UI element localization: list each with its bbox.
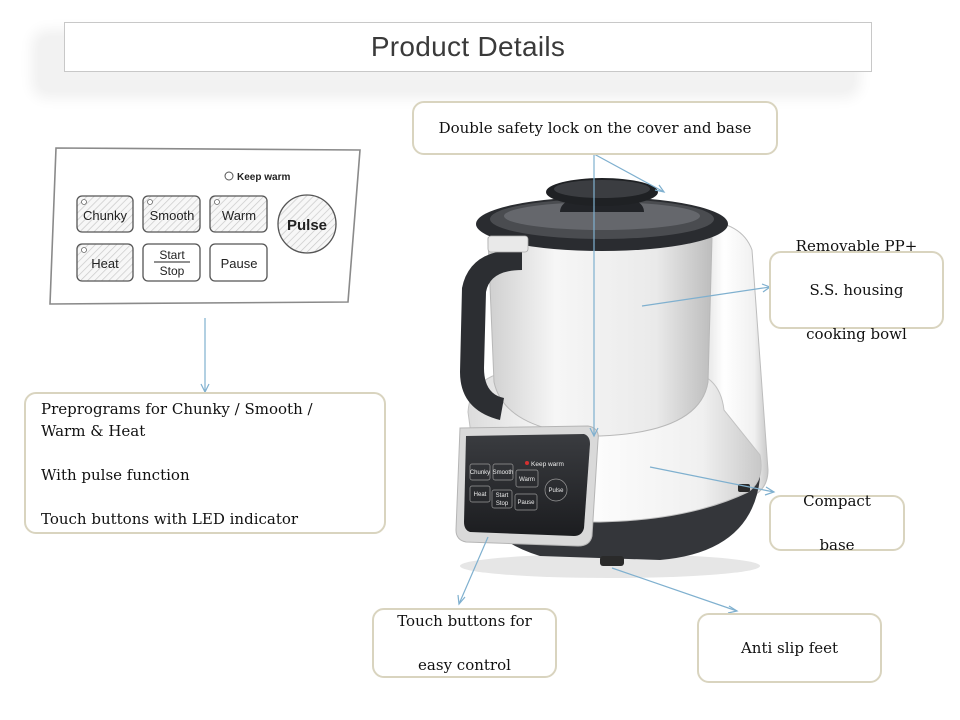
- cooking-bowl: [487, 237, 713, 437]
- device-heat-label: Heat: [474, 492, 487, 498]
- callout-programs-line-4: Touch buttons with LED indicator: [41, 510, 299, 528]
- device-stop-label: Stop: [496, 501, 509, 507]
- callout-safety-lock-text: Double safety lock on the cover and base: [438, 119, 752, 137]
- arrow-lock-right: [593, 153, 665, 193]
- control-panel-drawing: Keep warm Chunky Smooth Warm Pulse Heat: [49, 147, 361, 305]
- callout-base-line-2: base: [819, 536, 855, 554]
- panel-button-pulse-label: Pulse: [287, 217, 327, 234]
- anti-slip-foot: [600, 556, 624, 566]
- arrow-feet: [611, 567, 738, 612]
- callout-programs-line-2: Warm & Heat: [41, 422, 146, 440]
- device-smooth-label: Smooth: [493, 470, 514, 476]
- panel-button-start-label: Start: [159, 248, 185, 262]
- callout-base-line-1: Compact: [803, 492, 871, 510]
- arrow-bowl: [641, 286, 771, 307]
- callout-programs-line-3: With pulse function: [41, 466, 190, 484]
- callout-touch-buttons: Touch buttons for easy control: [372, 608, 557, 678]
- device-panel-display: [464, 434, 590, 536]
- callout-touch-line-2: easy control: [418, 656, 511, 674]
- food-processor-illustration: Keep warm Chunky Smooth Warm Pulse Heat …: [455, 178, 769, 578]
- callout-safety-lock: Double safety lock on the cover and base: [412, 101, 778, 155]
- callout-feet-text: Anti slip feet: [740, 639, 839, 657]
- callout-programs-line-1: Preprograms for Chunky / Smooth /: [41, 400, 313, 418]
- callout-base: Compact base: [769, 492, 905, 554]
- callout-bowl: Removable PP+ S.S. housing cooking bowl: [769, 237, 944, 343]
- callout-bowl-line-1: Removable PP+: [795, 237, 918, 255]
- panel-button-chunky: Chunky: [76, 195, 134, 233]
- panel-button-pause-label: Pause: [221, 256, 258, 271]
- arrow-touch: [458, 536, 489, 605]
- keep-warm-led-icon: [224, 171, 234, 181]
- panel-button-start-stop: Start Stop: [142, 243, 201, 282]
- panel-button-stop-label: Stop: [160, 264, 185, 278]
- device-warm-label: Warm: [519, 477, 535, 483]
- panel-button-smooth: Smooth: [142, 195, 201, 233]
- page-title: Product Details: [370, 31, 566, 62]
- arrow-base: [649, 466, 775, 493]
- panel-button-heat-label: Heat: [91, 256, 119, 271]
- panel-button-pulse: Pulse: [277, 194, 337, 254]
- handle-latch: [487, 235, 529, 253]
- device-chunky-label: Chunky: [470, 470, 490, 476]
- callout-touch-line-1: Touch buttons for: [397, 612, 532, 630]
- device-keep-warm-led-icon: [525, 461, 529, 465]
- device-start-label: Start: [496, 493, 509, 499]
- device-pause-label: Pause: [517, 500, 535, 506]
- panel-button-pause: Pause: [209, 243, 268, 282]
- panel-button-smooth-label: Smooth: [150, 208, 195, 223]
- bowl-handle: [460, 249, 522, 420]
- panel-button-chunky-label: Chunky: [83, 208, 128, 223]
- callout-bowl-line-2: S.S. housing: [809, 281, 904, 299]
- callout-feet: Anti slip feet: [697, 613, 882, 683]
- panel-button-warm: Warm: [209, 195, 268, 233]
- callout-bowl-line-3: cooking bowl: [806, 325, 907, 343]
- panel-button-warm-label: Warm: [222, 208, 256, 223]
- device-pulse-label: Pulse: [548, 488, 564, 494]
- callout-arrows: [200, 153, 776, 614]
- panel-button-heat: Heat: [76, 243, 134, 282]
- device-keep-warm-label: Keep warm: [531, 461, 564, 468]
- keep-warm-label: Keep warm: [237, 172, 290, 183]
- callout-programs: Preprograms for Chunky / Smooth / Warm &…: [24, 392, 386, 534]
- title-box: Product Details: [64, 22, 872, 72]
